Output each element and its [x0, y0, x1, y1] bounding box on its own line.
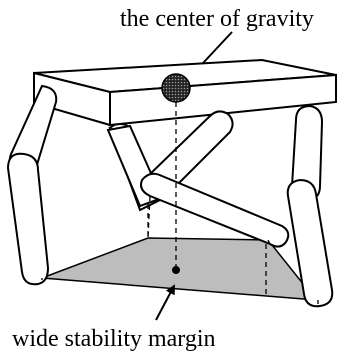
- front-left-lower-leg: [6, 152, 50, 286]
- robot-body: [33, 58, 337, 127]
- center-of-gravity-marker: [161, 73, 191, 103]
- margin-arrow: [155, 284, 175, 321]
- projected-cog-point: [172, 266, 180, 274]
- projection-lines: [41, 102, 319, 304]
- stability-margin-label: wide stability margin: [12, 326, 216, 352]
- cog-label: the center of gravity: [120, 6, 314, 32]
- rear-right-lower-leg: [286, 178, 334, 308]
- middle-lower-leg: [140, 172, 290, 248]
